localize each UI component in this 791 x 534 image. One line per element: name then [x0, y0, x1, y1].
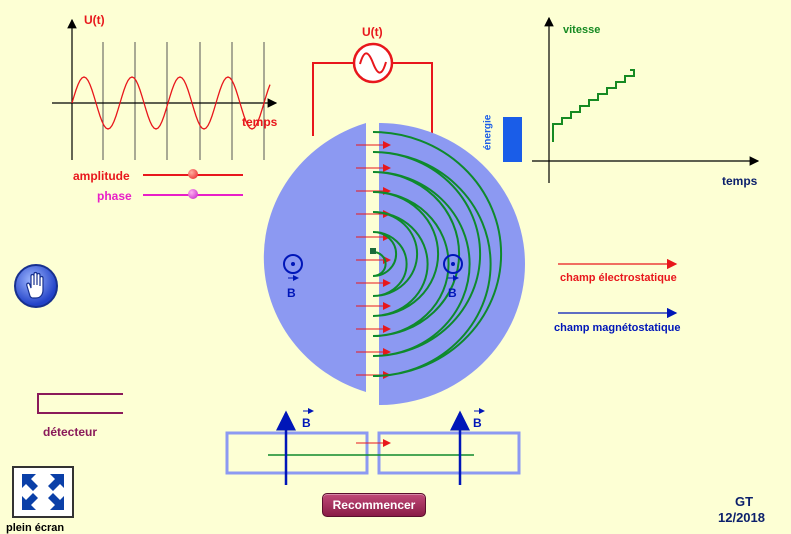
generator-circuit — [312, 42, 433, 136]
side-view — [225, 408, 521, 485]
signal-x-label: temps — [242, 115, 278, 129]
sine-source-icon — [352, 42, 394, 84]
speed-staircase-curve — [552, 69, 635, 142]
credit-author: GT — [735, 494, 754, 509]
energy-label: énergie — [482, 114, 494, 151]
detector-label: détecteur — [43, 425, 98, 439]
b-label-right: B — [448, 286, 457, 300]
particle-trajectory — [372, 131, 503, 377]
electro-legend-label: champ électrostatique — [560, 272, 677, 284]
hand-icon — [26, 271, 44, 299]
side-view-right-dee — [377, 431, 521, 475]
fullscreen-label: plein écran — [6, 522, 65, 534]
b-label-left: B — [287, 286, 296, 300]
left-dee — [263, 123, 366, 392]
speed-graph — [503, 16, 760, 183]
side-view-left-dee — [225, 431, 369, 475]
amplitude-label: amplitude — [73, 169, 130, 183]
fullscreen-button[interactable] — [12, 466, 74, 518]
phase-label: phase — [97, 189, 132, 203]
restart-button[interactable]: Recommencer — [322, 493, 426, 517]
hand-button[interactable] — [14, 264, 58, 308]
energy-bar — [503, 117, 522, 162]
credit-date: 12/2018 — [718, 510, 765, 525]
signal-graph — [52, 18, 278, 160]
speed-x-label: temps — [722, 174, 758, 188]
signal-sine-curve — [71, 76, 271, 130]
b-label-side-right: B — [473, 416, 482, 430]
field-legend — [558, 258, 678, 319]
signal-y-label: U(t) — [84, 13, 105, 27]
fullscreen-arrows-icon — [22, 474, 64, 510]
speed-y-label: vitesse — [563, 24, 601, 36]
b-field-left — [283, 254, 303, 281]
generator-label: U(t) — [362, 25, 383, 39]
amplitude-slider-knob[interactable] — [188, 169, 198, 179]
b-label-side-left: B — [302, 416, 311, 430]
particle-source — [370, 248, 376, 254]
detector-shape — [37, 393, 123, 414]
phase-slider-knob[interactable] — [188, 189, 198, 199]
b-field-right — [443, 254, 463, 281]
magneto-legend-label: champ magnétostatique — [554, 322, 681, 334]
